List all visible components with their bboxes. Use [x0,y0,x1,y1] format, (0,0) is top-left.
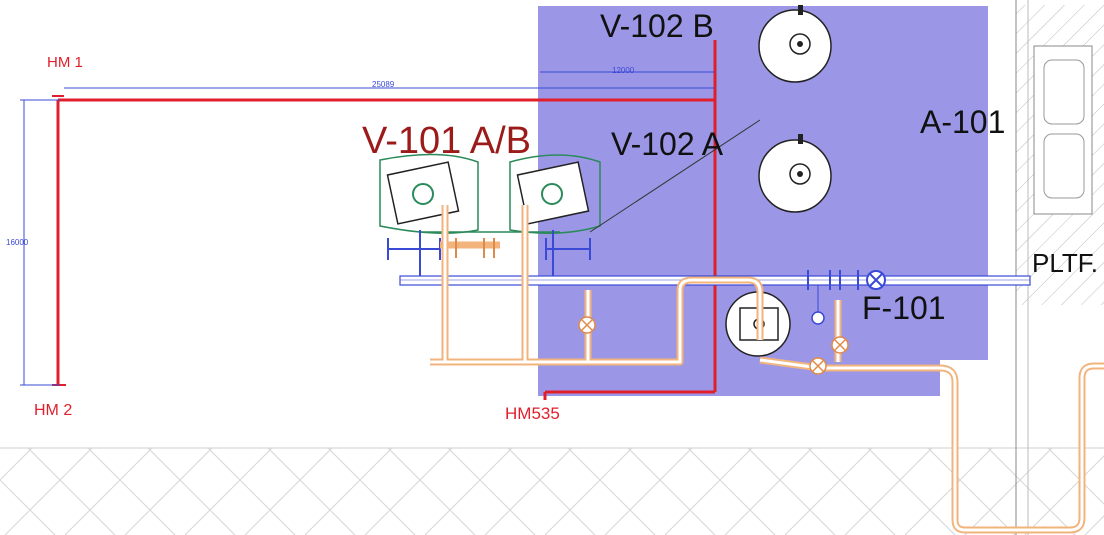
label-hm2: HM 2 [34,402,73,419]
orange-flanges [455,238,495,258]
label-hm1: HM 1 [47,54,83,71]
label-v102b: V-102 B [600,8,714,44]
label-hm535: HM535 [505,404,560,423]
wall-window-bottom [1043,133,1085,199]
dimension-area: 12000 [612,66,635,75]
orange-valves [578,316,849,375]
dimension-vertical: 16000 [6,238,29,247]
wall-window-top [1043,59,1085,125]
label-v101ab: V-101 A/B [362,120,532,162]
pump-v102b [758,5,832,83]
dimension-horizontal: 25089 [372,80,395,89]
blue-valve-small [811,285,825,325]
label-f101: F-101 [862,290,946,326]
vessel-v101-a [379,153,479,234]
blue-dimension-lines [20,71,715,386]
valve-icon [866,270,886,290]
leader-line [589,119,761,233]
pump-v102a [758,134,832,213]
ground-hatch [0,448,1104,535]
flange-group [387,230,859,290]
orange-piping-inner [430,205,1104,532]
label-v102a: V-102 A [611,126,724,162]
label-pltf: PLTF. [1032,248,1098,278]
label-a101: A-101 [920,104,1006,140]
